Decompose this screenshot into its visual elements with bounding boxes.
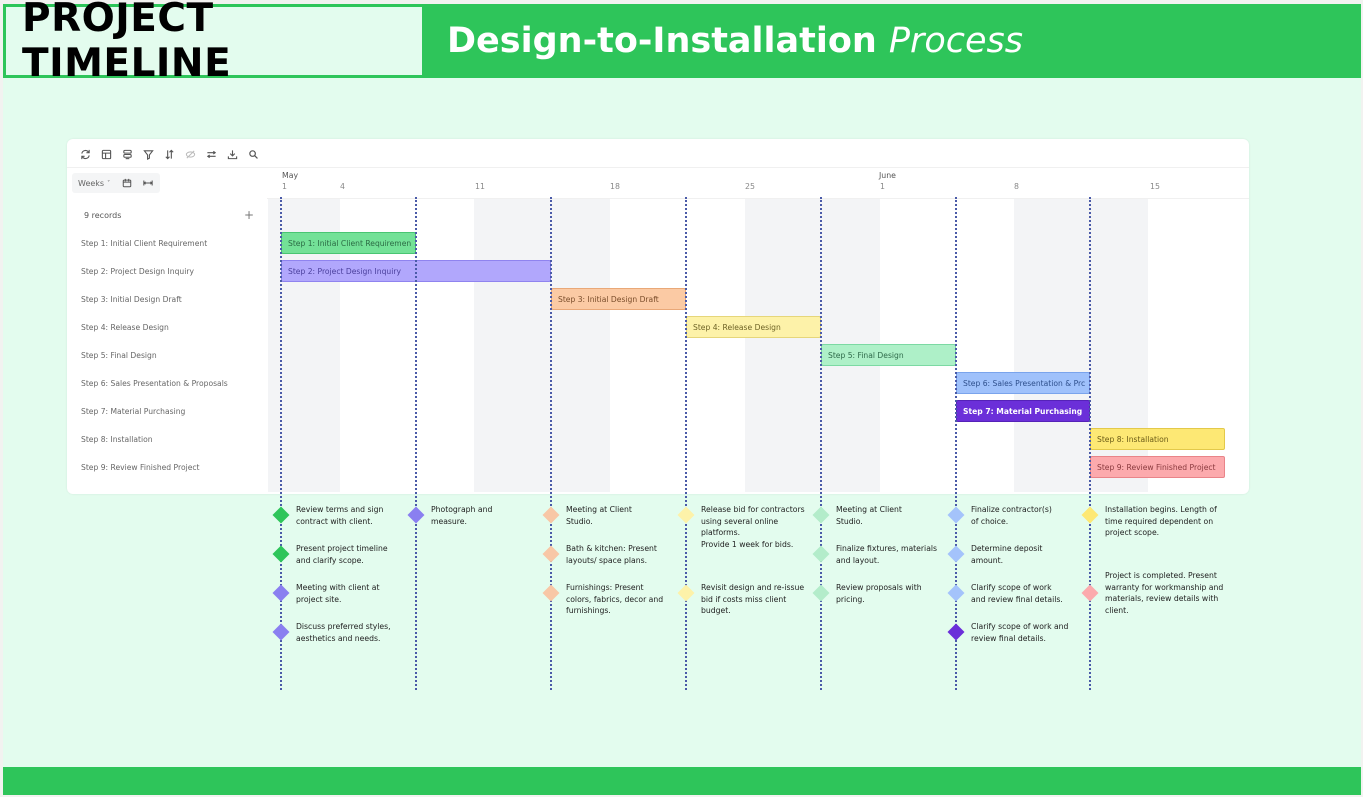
day-label: 1 [282, 182, 287, 191]
month-label: May [282, 171, 299, 180]
day-label: 25 [745, 182, 755, 191]
day-label: 8 [1014, 182, 1019, 191]
calendar-icon[interactable] [116, 178, 137, 188]
milestone-note: Clarify scope of work and review final d… [947, 582, 1063, 605]
milestone-note: Project is completed. Present warranty f… [1081, 570, 1223, 616]
weekend-band [474, 199, 610, 492]
gantt-bar-step-4[interactable]: Step 4: Release Design [686, 316, 821, 338]
milestone-note: Furnishings: Present colors, fabrics, de… [542, 582, 663, 617]
chevron-down-icon: ˅ [107, 179, 111, 187]
fit-width-icon[interactable] [137, 178, 158, 188]
milestone-line [280, 197, 282, 690]
milestone-note: Finalize fixtures, materials and layout. [812, 543, 937, 566]
time-scale-dropdown[interactable]: Weeks ˅ [72, 179, 116, 188]
milestone-line [955, 197, 957, 690]
subtitle-italic: Process [888, 21, 1023, 61]
record-item[interactable]: Step 4: Release Design [81, 323, 169, 332]
gantt-bar-step-8[interactable]: Step 8: Installation [1090, 428, 1225, 450]
gantt-bar-step-6[interactable]: Step 6: Sales Presentation & Prc [956, 372, 1090, 394]
footer-bar [3, 767, 1361, 795]
adjust-icon[interactable] [201, 145, 222, 163]
record-item[interactable]: Step 8: Installation [81, 435, 153, 444]
record-item[interactable]: Step 2: Project Design Inquiry [81, 267, 194, 276]
page-title: PROJECT TIMELINE [22, 0, 232, 86]
gantt-bar-step-5[interactable]: Step 5: Final Design [821, 344, 956, 366]
milestone-note: Revisit design and re-issue bid if costs… [677, 582, 804, 617]
day-label: 15 [1150, 182, 1160, 191]
add-record-button[interactable]: + [243, 208, 254, 222]
subtitle-banner: Design-to-Installation Process [425, 4, 1361, 78]
gantt-toolbar [75, 145, 264, 163]
milestone-note: Finalize contractor(s) of choice. [947, 504, 1052, 527]
record-item[interactable]: Step 7: Material Purchasing [81, 407, 186, 416]
milestone-note: Meeting at Client Studio. [812, 504, 902, 527]
milestone-note: Photograph and measure. [407, 504, 492, 527]
milestone-note: Meeting with client at project site. [272, 582, 379, 605]
milestone-note: Review terms and sign contract with clie… [272, 504, 383, 527]
subtitle-bold: Design-to-Installation [447, 21, 877, 61]
group-icon[interactable] [117, 145, 138, 163]
milestone-note: Release bid for contractors using severa… [677, 504, 805, 550]
record-item[interactable]: Step 3: Initial Design Draft [81, 295, 182, 304]
timeline-header: May June 1 4 11 18 25 1 8 15 [267, 168, 1249, 199]
record-item[interactable]: Step 5: Final Design [81, 351, 157, 360]
day-label: 11 [475, 182, 485, 191]
gantt-grid: Step 1: Initial Client Requiremen Step 2… [267, 199, 1249, 492]
download-icon[interactable] [222, 145, 243, 163]
month-label: June [879, 171, 896, 180]
record-item[interactable]: Step 6: Sales Presentation & Proposals [81, 379, 228, 388]
refresh-icon[interactable] [75, 145, 96, 163]
day-label: 18 [610, 182, 620, 191]
gantt-bar-step-1[interactable]: Step 1: Initial Client Requiremen [281, 232, 416, 254]
record-item[interactable]: Step 9: Review Finished Project [81, 463, 200, 472]
filter-icon[interactable] [138, 145, 159, 163]
milestone-note: Determine deposit amount. [947, 543, 1042, 566]
milestone-note: Present project timeline and clarify sco… [272, 543, 388, 566]
title-box: PROJECT TIMELINE [3, 0, 425, 86]
gantt-panel: Weeks ˅ 9 records + Step 1: Initial Clie… [67, 139, 1249, 494]
sort-icon[interactable] [159, 145, 180, 163]
milestone-note: Installation begins. Length of time requ… [1081, 504, 1217, 539]
view-controls: Weeks ˅ [72, 173, 160, 193]
search-icon[interactable] [243, 145, 264, 163]
time-scale-label: Weeks [78, 178, 105, 188]
records-count: 9 records [84, 211, 122, 220]
milestone-note: Meeting at Client Studio. [542, 504, 632, 527]
record-item[interactable]: Step 1: Initial Client Requirement [81, 239, 208, 248]
toolbar-divider [67, 167, 1249, 168]
day-label: 4 [340, 182, 345, 191]
hide-icon[interactable] [180, 145, 201, 163]
milestone-line [1089, 197, 1091, 690]
gantt-bar-step-7[interactable]: Step 7: Material Purchasing [956, 400, 1090, 422]
milestone-note: Bath & kitchen: Present layouts/ space p… [542, 543, 657, 566]
milestone-line [685, 197, 687, 690]
layout-icon[interactable] [96, 145, 117, 163]
gantt-bar-step-3[interactable]: Step 3: Initial Design Draft [551, 288, 686, 310]
records-header: 9 records + [84, 208, 254, 222]
milestone-line [415, 197, 417, 690]
day-label: 1 [880, 182, 885, 191]
milestone-note: Review proposals with pricing. [812, 582, 922, 605]
milestone-note: Discuss preferred styles, aesthetics and… [272, 621, 391, 644]
milestone-note: Clarify scope of work and review final d… [947, 621, 1068, 644]
gantt-bar-step-9[interactable]: Step 9: Review Finished Project [1090, 456, 1225, 478]
milestone-line [820, 197, 822, 690]
milestone-line [550, 197, 552, 690]
